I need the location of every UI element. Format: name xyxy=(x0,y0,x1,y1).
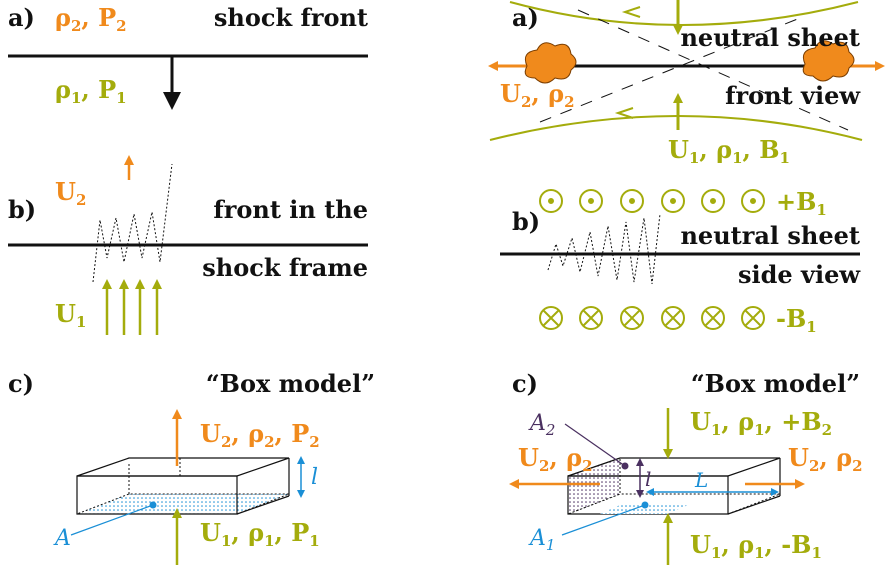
a2-label: A2 xyxy=(528,411,555,439)
right-c-left-label: U2, ρ2 xyxy=(518,443,593,475)
left-a-title: shock front xyxy=(214,3,368,32)
left-c-title: “Box model” xyxy=(206,369,375,398)
right-b-panel-label: b) xyxy=(512,207,540,236)
a1-pointer xyxy=(561,504,646,536)
left-panel-c: c) “Box model” l A U2, ρ2, P2 U1, ρ1, P1 xyxy=(8,369,375,565)
a2-point xyxy=(621,462,629,470)
right-a-title-line2: front view xyxy=(725,81,861,110)
separatrix xyxy=(577,9,849,131)
shock-direction-arrowhead xyxy=(163,92,181,110)
right-panel-a: a) neutral sheet front view U2, ρ2 U1, ρ… xyxy=(488,0,885,167)
field-into-page-icon xyxy=(620,306,644,330)
box-edge xyxy=(727,495,781,515)
right-c-bottom-label: U1, ρ1, -B1 xyxy=(690,530,822,562)
left-b-u1-label: U1 xyxy=(55,299,86,331)
right-c-top-label: U1, ρ1, +B2 xyxy=(690,407,832,439)
u1-arrows xyxy=(102,279,162,335)
right-b-title-line1: neutral sheet xyxy=(680,221,860,250)
field-into-page-icon xyxy=(539,306,563,330)
field-direction-chevron xyxy=(614,107,634,119)
right-panel-c: c) “Box model” l L A2 A1 U1, ρ1, +B2 U2,… xyxy=(509,369,863,565)
separatrix xyxy=(539,17,801,123)
right-a-bottom-label: U1, ρ1, B1 xyxy=(668,135,790,167)
field-into-page-icon xyxy=(661,306,685,330)
field-line-top xyxy=(509,1,859,26)
box-top-face xyxy=(76,457,290,477)
turbulent-front-wave xyxy=(92,163,173,283)
left-a-panel-label: a) xyxy=(8,3,35,32)
a2-pointer xyxy=(564,423,626,467)
box-bottom-face xyxy=(76,493,290,515)
field-out-of-page-row xyxy=(539,189,765,213)
field-into-page-icon xyxy=(741,306,765,330)
field-out-of-page-icon xyxy=(741,189,765,213)
right-height-label: l xyxy=(645,467,651,491)
left-b-title-line1: front in the xyxy=(213,195,368,224)
field-out-of-page-icon xyxy=(620,189,644,213)
right-b-title-line2: side view xyxy=(738,260,861,289)
right-panel-b: b) +B1 neutral sheet side view -B1 xyxy=(500,187,861,336)
a1-point xyxy=(641,501,649,509)
area-point xyxy=(149,501,157,509)
left-c-bottom-label: U1, ρ1, P1 xyxy=(200,518,320,550)
right-c-right-label: U2, ρ2 xyxy=(788,443,863,475)
field-out-of-page-icon xyxy=(701,189,725,213)
height-label: l xyxy=(311,465,318,490)
box-bottom-area-a1 xyxy=(600,505,688,514)
sheet-turbulence-wave xyxy=(547,213,661,285)
right-c-panel-label: c) xyxy=(512,369,538,398)
box-edge xyxy=(236,495,290,515)
left-b-panel-label: b) xyxy=(8,195,36,224)
left-b-u2-label: U2 xyxy=(55,177,86,209)
area-pointer xyxy=(70,504,154,536)
left-panel-a: a) ρ2, P2 shock front ρ1, P1 xyxy=(8,3,368,110)
right-a-title-line1: neutral sheet xyxy=(680,23,860,52)
field-direction-chevron xyxy=(621,6,641,18)
left-c-top-label: U2, ρ2, P2 xyxy=(200,419,320,451)
right-b-minus-label: -B1 xyxy=(776,304,817,336)
right-b-plus-label: +B1 xyxy=(776,187,827,219)
field-into-page-icon xyxy=(579,306,603,330)
left-panel-b: b) U2 front in the shock frame U1 xyxy=(8,155,368,335)
length-label: L xyxy=(694,468,708,492)
right-a-left-label: U2, ρ2 xyxy=(500,79,575,111)
plasmoid-blob-left xyxy=(524,42,577,84)
field-into-page-icon xyxy=(701,306,725,330)
left-a-top-label: ρ2, P2 xyxy=(55,3,127,35)
area-label: A xyxy=(53,526,71,551)
field-out-of-page-icon xyxy=(579,189,603,213)
field-out-of-page-icon xyxy=(539,189,563,213)
a1-label: A1 xyxy=(528,526,555,554)
plasmoid-blob-right xyxy=(802,40,855,82)
field-into-page-row xyxy=(539,306,765,330)
field-out-of-page-icon xyxy=(661,189,685,213)
left-a-bottom-label: ρ1, P1 xyxy=(55,75,127,107)
left-b-title-line2: shock frame xyxy=(202,253,368,282)
right-c-title: “Box model” xyxy=(691,369,860,398)
left-c-panel-label: c) xyxy=(8,369,34,398)
